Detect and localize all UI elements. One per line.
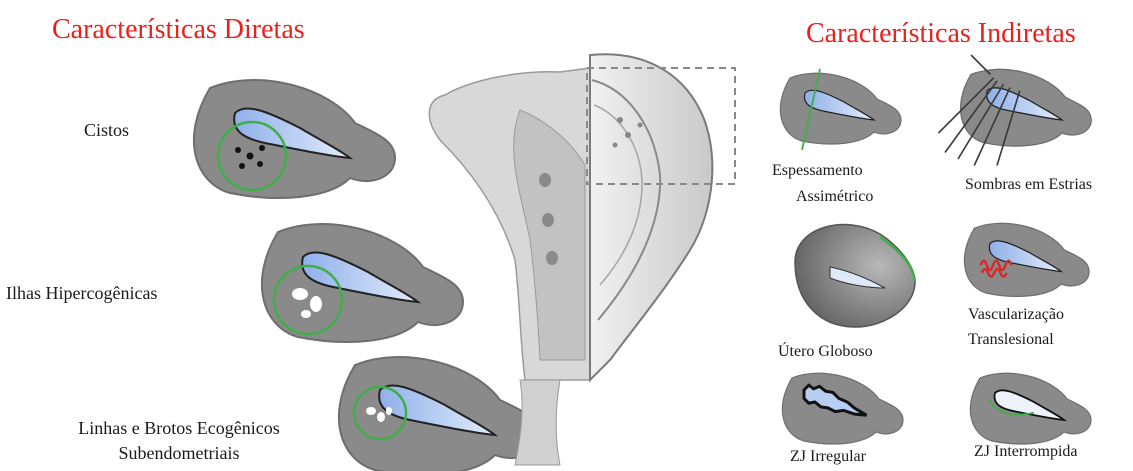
label-globular-uterus: Útero Globoso bbox=[778, 343, 873, 361]
label-cysts: Cistos bbox=[84, 120, 129, 141]
uterus-icon-cysts bbox=[194, 80, 395, 198]
uterus-icon-asymmetric-thickening bbox=[780, 69, 901, 150]
uterus-icon-globular-uterus bbox=[795, 225, 915, 327]
label-fan-shaped-shadows: Sombras em Estrias bbox=[965, 176, 1092, 194]
label-irregular-jz: ZJ Irregular bbox=[790, 448, 866, 466]
label-asymmetric-thickening-line2: Assimétrico bbox=[796, 188, 873, 206]
label-hyperechoic-islands: Ilhas Hipercogênicas bbox=[6, 283, 157, 304]
label-translesional-vascularity-line1: Vascularização bbox=[968, 306, 1064, 324]
label-translesional-vascularity-line2: Translesional bbox=[968, 331, 1054, 349]
uterus-icon-translesional-vascularity bbox=[964, 223, 1089, 296]
label-echogenic-lines-line1: Linhas e Brotos Ecogênicos bbox=[18, 418, 340, 439]
uterus-icon-echogenic-lines-buds bbox=[339, 357, 540, 471]
label-interrupted-jz: ZJ Interrompida bbox=[974, 443, 1078, 461]
uterus-icon-fan-shaped-shadows bbox=[939, 55, 1092, 166]
uterus-icon-irregular-jz bbox=[782, 373, 903, 444]
uterus-icon-hyperechoic-islands bbox=[262, 224, 463, 342]
uterus-icon-interrupted-jz bbox=[970, 373, 1091, 444]
label-asymmetric-thickening-line1: Espessamento bbox=[772, 162, 863, 180]
label-echogenic-lines-line2: Subendometriais bbox=[18, 443, 340, 464]
